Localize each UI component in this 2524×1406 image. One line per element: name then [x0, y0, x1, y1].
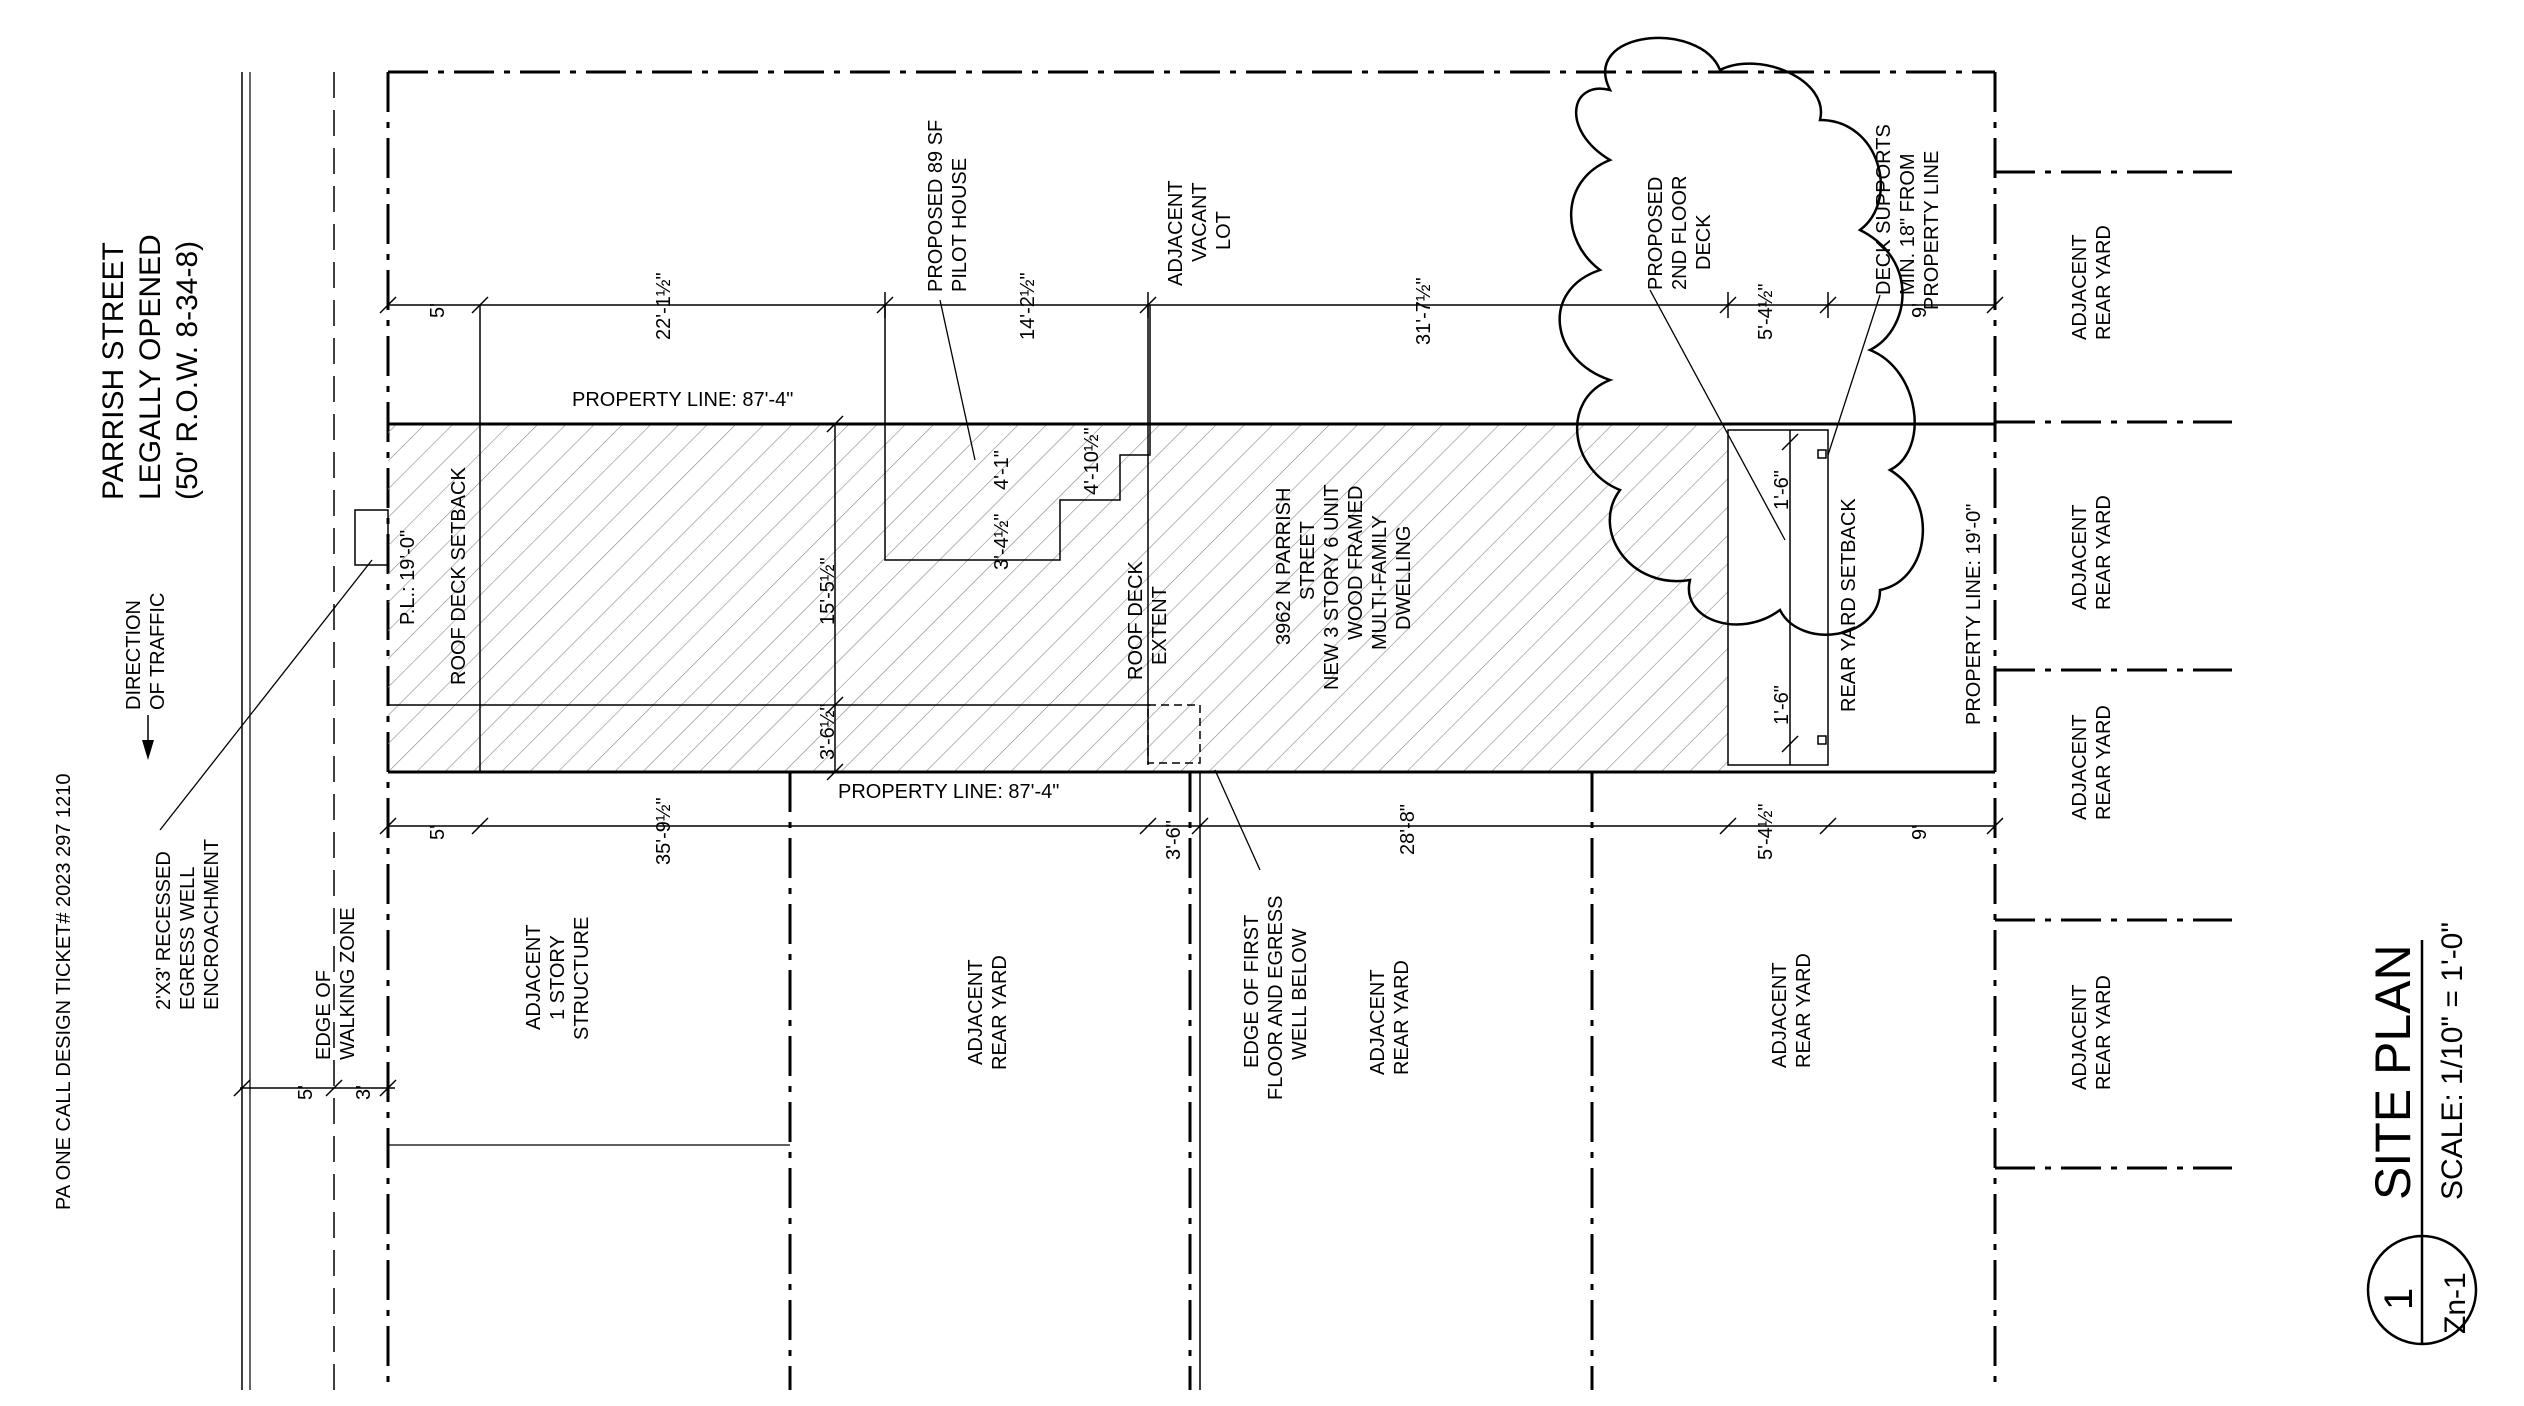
deck-label-1: PROPOSED: [1645, 177, 1667, 290]
dim-top-5-4: 5'-4½": [1755, 283, 1777, 340]
egress-label-2: EGRESS WELL: [177, 867, 199, 1010]
adjacent-structure-1: ADJACENT: [523, 924, 545, 1030]
dim-4-1: 4'-1": [991, 450, 1013, 490]
adj-rear-yard-1b: REAR YARD: [989, 955, 1011, 1070]
revision-cloud: [1558, 36, 1925, 636]
egress-well-outline: [1147, 704, 1201, 764]
interior-dimension-lines: [233, 415, 1799, 1097]
dim-1-6b: 1'-6": [1771, 685, 1793, 725]
dim-bot-3-6: 3'-6": [1163, 820, 1185, 860]
pilot-house-label-2: PILOT HOUSE: [949, 158, 971, 292]
property-line-bottom: PROPERTY LINE: 87'-4": [838, 781, 1059, 803]
traffic-label-2: OF TRAFFIC: [147, 593, 169, 710]
dim-bot-5: 5': [427, 825, 449, 840]
dim-sidewalk-5: 5': [295, 1085, 317, 1100]
roof-deck-extent-2: EXTENT: [1149, 586, 1171, 665]
dim-bot-9: 9': [1909, 825, 1931, 840]
dwelling-line-6: DWELLING: [1393, 526, 1415, 630]
title-number: 1: [2377, 1288, 2421, 1310]
adj-rear-yard-r4a: ADJACENT: [2069, 984, 2091, 1090]
rear-yard-setback-label: REAR YARD SETBACK: [1838, 498, 1860, 712]
dwelling-label: 3962 N PARRISH STREET NEW 3 STORY 6 UNIT…: [1273, 484, 1415, 690]
ticket-number: PA ONE CALL DESIGN TICKET# 2023 297 1210: [53, 773, 75, 1210]
deck-supports-3: PROPERTY LINE: [1921, 151, 1943, 310]
title-block: 1 Zn-1 SITE PLAN SCALE: 1/10" = 1'-0": [2365, 922, 2478, 1346]
dim-top-14: 14'-2½": [1017, 272, 1039, 340]
dwelling-line-2: STREET: [1297, 521, 1319, 600]
deck-label-2: 2ND FLOOR: [1669, 176, 1691, 290]
adjacent-structure-2: 1 STORY: [547, 935, 569, 1020]
dim-bot-35: 35'-9½": [653, 797, 675, 865]
walking-zone-1: EDGE OF: [313, 970, 335, 1060]
street-edge-lines: [241, 72, 335, 1390]
drawing-scale: SCALE: 1/10" = 1'-0": [2436, 922, 2469, 1200]
property-line-top: PROPERTY LINE: 87'-4": [572, 389, 793, 411]
roof-deck-extent-1: ROOF DECK: [1125, 560, 1147, 680]
dim-top-9: 9': [1909, 303, 1931, 318]
adj-rear-yard-r2a: ADJACENT: [2069, 504, 2091, 610]
dwelling-line-5: MULTI-FAMILY: [1369, 515, 1391, 650]
rear-setback-box: [1727, 429, 1829, 766]
adj-rear-yard-r3a: ADJACENT: [2069, 714, 2091, 820]
deck-supports-2: MIN. 18" FROM: [1897, 153, 1919, 295]
adj-rear-yard-r4b: REAR YARD: [2093, 975, 2115, 1090]
egress-encroachment-box: [354, 509, 389, 566]
dim-sidewalk-3: 3': [353, 1085, 375, 1100]
leader-lines: [159, 289, 1881, 871]
dimension-labels: 5' 22'-1½" 14'-2½" 31'-7½" 5'-4½" 9' 5' …: [295, 272, 1931, 1100]
dwelling-line-3: NEW 3 STORY 6 UNIT: [1321, 484, 1343, 690]
property-lines: [388, 422, 1995, 774]
adj-rear-yard-r1a: ADJACENT: [2069, 234, 2091, 340]
dwelling-line-4: WOOD FRAMED: [1345, 486, 1367, 640]
first-floor-3: WELL BELOW: [1289, 928, 1311, 1060]
adj-rear-yard-3b: REAR YARD: [1793, 953, 1815, 1068]
egress-label-1: 2'X3' RECESSED: [153, 851, 175, 1010]
dim-top-5: 5': [427, 303, 449, 318]
pilot-house-label-1: PROPOSED 89 SF: [925, 120, 947, 292]
adj-rear-yard-2a: ADJACENT: [1367, 969, 1389, 1075]
adj-rear-yard-r2b: REAR YARD: [2093, 495, 2115, 610]
dim-bot-5-4: 5'-4½": [1755, 803, 1777, 860]
dim-top-22: 22'-1½": [653, 272, 675, 340]
property-line-right: PROPERTY LINE: 19'-0": [1963, 504, 1985, 725]
dim-3-6: 3'-6½": [817, 703, 839, 760]
drawing-title: SITE PLAN: [2365, 944, 2421, 1200]
dim-top-31: 31'-7½": [1413, 277, 1435, 345]
top-dimension-line: [379, 292, 2004, 772]
egress-label-3: ENCROACHMENT: [201, 839, 223, 1010]
adj-rear-yard-1a: ADJACENT: [965, 959, 987, 1065]
dwelling-line-1: 3962 N PARRISH: [1273, 488, 1295, 645]
adj-rear-yard-2b: REAR YARD: [1391, 960, 1413, 1075]
dim-3-4: 3'-4½": [991, 513, 1013, 570]
dim-4-10: 4'-10½": [1081, 427, 1103, 495]
dim-15-5: 15'-5½": [817, 557, 839, 625]
street-status: LEGALLY OPENED: [134, 234, 167, 500]
dim-bot-28: 28'-8": [1397, 804, 1419, 855]
adj-rear-yard-r3b: REAR YARD: [2093, 705, 2115, 820]
adj-rear-yard-r1b: REAR YARD: [2093, 225, 2115, 340]
traffic-label: DIRECTION: [123, 600, 145, 710]
adjacent-structure-3: STRUCTURE: [571, 917, 593, 1040]
vacant-lot-label-2: VACANT: [1189, 182, 1211, 262]
sheet-number: Zn-1: [2439, 1272, 2472, 1334]
vacant-lot-label-3: LOT: [1213, 211, 1235, 250]
walking-zone-2: WALKING ZONE: [337, 907, 359, 1060]
deck-supports-1: DECK SUPPORTS: [1873, 124, 1895, 295]
deck-label-3: DECK: [1693, 214, 1715, 270]
pl-left: P.L.: 19'-0": [397, 530, 419, 625]
dim-1-6a: 1'-6": [1771, 470, 1793, 510]
pilot-house-outline: [884, 305, 1151, 561]
street-name: PARRISH STREET: [97, 242, 130, 500]
adj-rear-yard-3a: ADJACENT: [1769, 962, 1791, 1068]
lot-boundary: [386, 70, 2232, 1390]
first-floor-2: FLOOR AND EGRESS: [1265, 896, 1287, 1101]
first-floor-1: EDGE OF FIRST: [1241, 915, 1263, 1068]
bottom-dimension-line: [379, 772, 2004, 1390]
building-footprint: [388, 424, 1728, 772]
vacant-lot-label-1: ADJACENT: [1165, 180, 1187, 286]
street-row: (50' R.O.W. 8-34-8): [171, 241, 204, 500]
roof-deck-setback-label: ROOF DECK SETBACK: [448, 467, 470, 685]
